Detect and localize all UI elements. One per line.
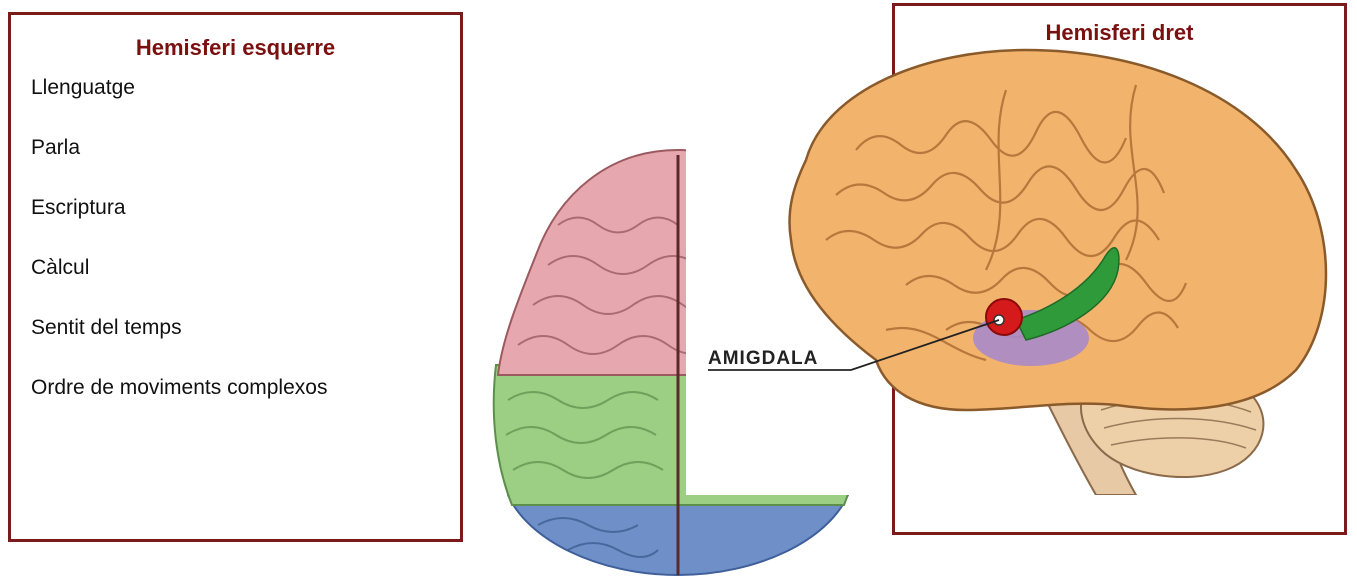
amygdala-label: AMIGDALA [708,348,818,369]
left-hemisphere-list: Llenguatge Parla Escriptura Càlcul Senti… [11,75,460,401]
list-item: Escriptura [31,195,331,221]
list-item: Càlcul [31,255,331,281]
list-item: Sentit del temps [31,315,331,341]
list-item: Llenguatge [31,75,331,101]
list-item: Parla [31,135,331,161]
left-hemisphere-panel: Hemisferi esquerre Llenguatge Parla Escr… [8,12,463,542]
brain-side-view-illustration: AMIGDALA [686,30,1350,495]
amygdala-marker [986,299,1022,335]
left-hemisphere-title: Hemisferi esquerre [11,35,460,61]
list-item: Ordre de moviments complexos [31,375,331,401]
